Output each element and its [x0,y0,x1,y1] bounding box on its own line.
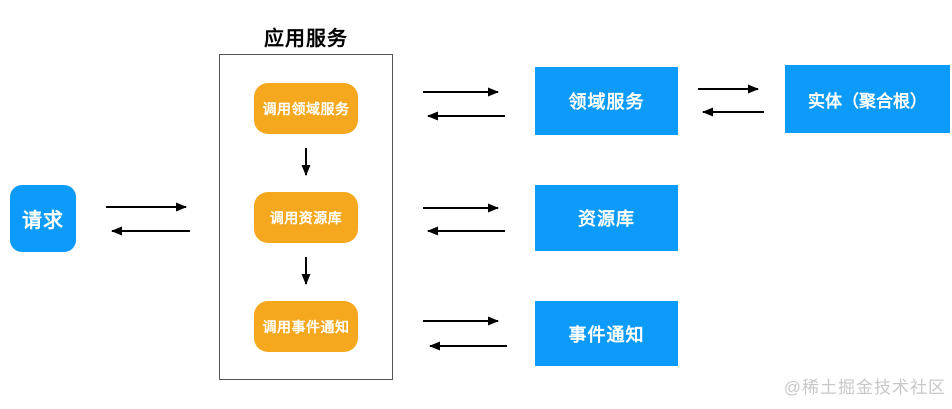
step-label: 调用领域服务 [262,100,350,117]
domain-service-label: 领域服务 [568,92,645,112]
repository-node: 资源库 [535,185,678,251]
event-notification-label: 事件通知 [568,324,645,345]
repository-label: 资源库 [578,209,635,229]
step-label: 调用资源库 [269,209,343,226]
domain-service-node: 领域服务 [535,67,678,135]
watermark: @稀土掘金技术社区 [783,378,946,397]
entity-aggregate-root-node: 实体（聚合根） [785,65,950,133]
app-service-title: 应用服务 [264,28,348,50]
step-label: 调用事件通知 [262,318,350,335]
entity-aggregate-root-label: 实体（聚合根） [808,91,927,111]
request-node-label: 请求 [22,210,64,232]
request-node: 请求 [10,185,76,252]
step-call-event-notification: 调用事件通知 [254,301,358,352]
step-call-domain-service: 调用领域服务 [254,83,358,134]
event-notification-node: 事件通知 [535,301,678,366]
step-call-repository: 调用资源库 [254,192,358,243]
